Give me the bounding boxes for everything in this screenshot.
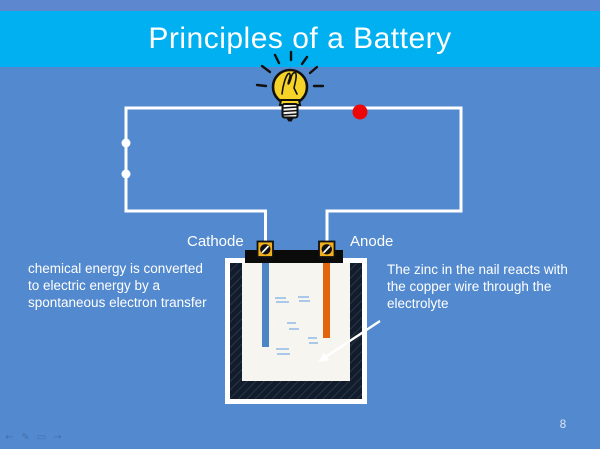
caption-left-line: spontaneous electron transfer xyxy=(28,295,207,311)
cathode-label: Cathode xyxy=(187,233,244,250)
battery-cell xyxy=(225,240,367,404)
electrolyte-ripples xyxy=(275,296,318,355)
caption-left-line: to electric energy by a xyxy=(28,278,161,294)
cathode-electrode xyxy=(262,255,269,347)
switch-contact-dot xyxy=(121,138,131,148)
caption-right-line: electrolyte xyxy=(387,296,449,312)
slide-number: 8 xyxy=(559,419,567,431)
light-bulb-icon xyxy=(255,50,325,122)
circuit-wire xyxy=(124,106,463,243)
page-title: Principles of a Battery xyxy=(148,22,452,55)
switch-contact-dot xyxy=(121,169,131,179)
caption-right-line: the copper wire through the xyxy=(387,279,552,295)
anode-terminal xyxy=(318,240,336,258)
annotation-arrow xyxy=(318,319,381,362)
cathode-terminal xyxy=(256,240,274,258)
previous-slide-icon[interactable]: ← xyxy=(5,432,14,443)
red-indicator-dot xyxy=(352,104,368,120)
caption-right: The zinc in the nail reacts with the cop… xyxy=(387,261,568,313)
slideshow-nav-bar: ← ✎ ▭ → xyxy=(4,432,63,443)
top-strip xyxy=(0,0,600,11)
anode-label: Anode xyxy=(350,233,394,250)
pen-tool-icon[interactable]: ✎ xyxy=(21,432,30,443)
caption-right-line: The zinc in the nail reacts with xyxy=(387,262,568,277)
title-band: Principles of a Battery xyxy=(0,11,600,67)
slide-menu-icon[interactable]: ▭ xyxy=(36,432,47,443)
anode-electrode xyxy=(323,255,330,338)
caption-left: chemical energy is converted to electric… xyxy=(28,260,207,312)
caption-left-line: chemical energy is converted xyxy=(28,261,203,276)
next-slide-icon[interactable]: → xyxy=(53,432,62,443)
